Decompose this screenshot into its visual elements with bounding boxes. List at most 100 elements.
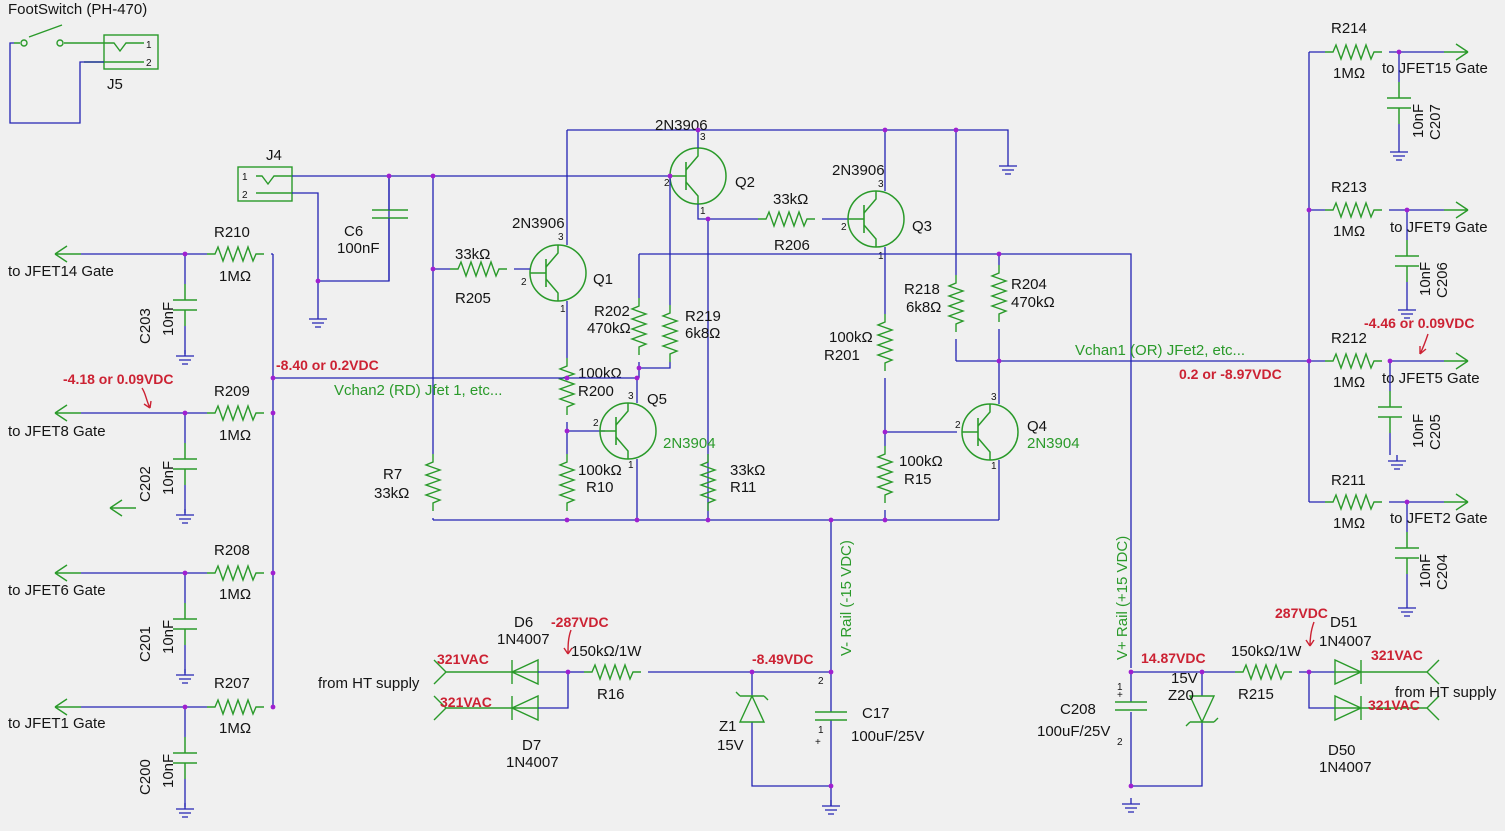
footswitch-j5: FootSwitch (PH-470) 1 2 J5 — [8, 1, 159, 124]
svg-text:100kΩ: 100kΩ — [578, 365, 622, 382]
j5-ref: J5 — [107, 76, 123, 93]
svg-text:R211: R211 — [1331, 472, 1366, 489]
svg-text:100uF/25V: 100uF/25V — [851, 728, 924, 745]
svg-text:C202: C202 — [137, 466, 154, 502]
svg-text:C201: C201 — [137, 626, 154, 662]
right-rail-voltage: 0.2 or -8.97VDC — [1179, 366, 1282, 382]
svg-text:10nF: 10nF — [1410, 104, 1427, 138]
junction-dots — [182, 49, 1410, 789]
svg-text:Q1: Q1 — [593, 271, 613, 288]
svg-text:2: 2 — [1117, 737, 1123, 748]
svg-text:C207: C207 — [1427, 104, 1444, 140]
svg-text:100uF/25V: 100uF/25V — [1037, 723, 1110, 740]
svg-text:D50: D50 — [1328, 742, 1356, 759]
svg-text:100kΩ: 100kΩ — [578, 462, 622, 479]
svg-text:R214: R214 — [1331, 20, 1367, 37]
resistor-r219: R219 6k8Ω — [662, 304, 721, 363]
negative-supply: 321VAC 321VAC from HT supply D6 1N4007 D… — [318, 614, 924, 815]
svg-text:10nF: 10nF — [160, 620, 177, 654]
vchan1-label: Vchan1 (OR) JFet2, etc... — [1075, 342, 1245, 359]
svg-text:3: 3 — [700, 132, 706, 143]
svg-text:1N4007: 1N4007 — [1319, 759, 1372, 776]
svg-text:from HT supply: from HT supply — [1395, 684, 1497, 701]
svg-text:2N3906: 2N3906 — [655, 117, 708, 134]
capacitor-c6: C6 100nF — [337, 176, 408, 281]
right-jfet-branches: R214 1MΩ to JFET15 Gate 10nF C207 R213 1… — [1309, 20, 1488, 617]
resistor-r205: 33kΩ R205 — [449, 246, 508, 307]
jfet5-voltage: -4.46 or 0.09VDC — [1364, 315, 1475, 331]
svg-text:R218: R218 — [904, 281, 940, 298]
svg-text:1MΩ: 1MΩ — [1333, 374, 1365, 391]
jfet8-voltage: -4.18 or 0.09VDC — [63, 371, 174, 387]
svg-text:C208: C208 — [1060, 701, 1096, 718]
transistor-q1: 3 2 1 2N3906 Q1 — [512, 215, 613, 315]
svg-text:1MΩ: 1MΩ — [1333, 515, 1365, 532]
svg-text:100kΩ: 100kΩ — [829, 329, 873, 346]
resistor-r7: R7 33kΩ — [374, 453, 441, 512]
svg-text:321VAC: 321VAC — [1371, 647, 1423, 663]
transistor-q2: 3 2 1 2N3906 Q2 — [655, 117, 755, 217]
svg-text:R213: R213 — [1331, 179, 1367, 196]
svg-text:321VAC: 321VAC — [1368, 697, 1420, 713]
svg-text:2: 2 — [242, 190, 248, 201]
svg-text:R210: R210 — [214, 224, 250, 241]
svg-text:10nF: 10nF — [160, 461, 177, 495]
svg-text:3: 3 — [558, 232, 564, 243]
j4-ref: J4 — [266, 147, 282, 164]
transistor-q5: 3 2 1 Q5 2N3904 — [593, 391, 716, 471]
svg-text:R208: R208 — [214, 542, 250, 559]
svg-text:to JFET8 Gate: to JFET8 Gate — [8, 423, 106, 440]
svg-text:R201: R201 — [824, 347, 860, 364]
left-rail-voltage: -8.40 or 0.2VDC — [276, 357, 379, 373]
svg-text:R204: R204 — [1011, 276, 1047, 293]
resistor-r15: 100kΩ R15 — [877, 445, 943, 504]
svg-text:1: 1 — [991, 461, 997, 472]
transistor-q3: 3 2 1 2N3906 Q3 — [832, 162, 932, 262]
resistor-r11: 33kΩ R11 — [700, 453, 765, 512]
svg-text:R10: R10 — [586, 479, 614, 496]
svg-text:to JFET1 Gate: to JFET1 Gate — [8, 715, 106, 732]
svg-text:R207: R207 — [214, 675, 250, 692]
svg-text:470kΩ: 470kΩ — [587, 320, 631, 337]
svg-text:33kΩ: 33kΩ — [374, 485, 409, 502]
svg-text:1: 1 — [818, 725, 824, 736]
svg-text:C205: C205 — [1427, 414, 1444, 450]
svg-text:2: 2 — [521, 277, 527, 288]
svg-text:1: 1 — [1117, 682, 1123, 693]
svg-text:C203: C203 — [137, 308, 154, 344]
footswitch-label: FootSwitch (PH-470) — [8, 1, 147, 18]
svg-text:33kΩ: 33kΩ — [773, 191, 808, 208]
svg-text:C6: C6 — [344, 223, 363, 240]
resistor-r202: R202 470kΩ — [587, 297, 647, 356]
svg-text:R11: R11 — [730, 479, 756, 496]
svg-text:to JFET6 Gate: to JFET6 Gate — [8, 582, 106, 599]
svg-text:-287VDC: -287VDC — [551, 614, 609, 630]
svg-text:10nF: 10nF — [160, 302, 177, 336]
svg-text:321VAC: 321VAC — [440, 694, 492, 710]
positive-supply: 14.87VDC 150kΩ/1W R215 287VDC 1 + 2 C208… — [1037, 605, 1497, 813]
svg-text:15V: 15V — [717, 737, 744, 754]
svg-text:2N3906: 2N3906 — [512, 215, 565, 232]
svg-text:R15: R15 — [904, 471, 932, 488]
left-jfet-branches: to JFET14 Gate R210 1MΩ C203 10nF to JFE… — [8, 224, 273, 818]
svg-text:-8.49VDC: -8.49VDC — [752, 651, 813, 667]
svg-text:33kΩ: 33kΩ — [730, 462, 765, 479]
svg-text:C17: C17 — [862, 705, 890, 722]
svg-text:6k8Ω: 6k8Ω — [685, 325, 720, 342]
svg-text:to JFET2 Gate: to JFET2 Gate — [1390, 510, 1488, 527]
svg-text:2: 2 — [146, 58, 152, 69]
svg-text:1MΩ: 1MΩ — [219, 427, 251, 444]
svg-text:D51: D51 — [1330, 614, 1358, 631]
svg-text:100nF: 100nF — [337, 240, 380, 257]
svg-text:3: 3 — [991, 392, 997, 403]
svg-text:Q2: Q2 — [735, 174, 755, 191]
svg-text:Z20: Z20 — [1168, 687, 1194, 704]
svg-text:2: 2 — [593, 418, 599, 429]
resistor-r10: 100kΩ R10 — [559, 453, 622, 512]
svg-text:to JFET14 Gate: to JFET14 Gate — [8, 263, 114, 280]
svg-text:2: 2 — [841, 222, 847, 233]
jack-j4: 1 2 J4 — [237, 147, 293, 202]
jack-j5-body — [103, 34, 159, 70]
svg-text:Q3: Q3 — [912, 218, 932, 235]
svg-text:D6: D6 — [514, 614, 533, 631]
